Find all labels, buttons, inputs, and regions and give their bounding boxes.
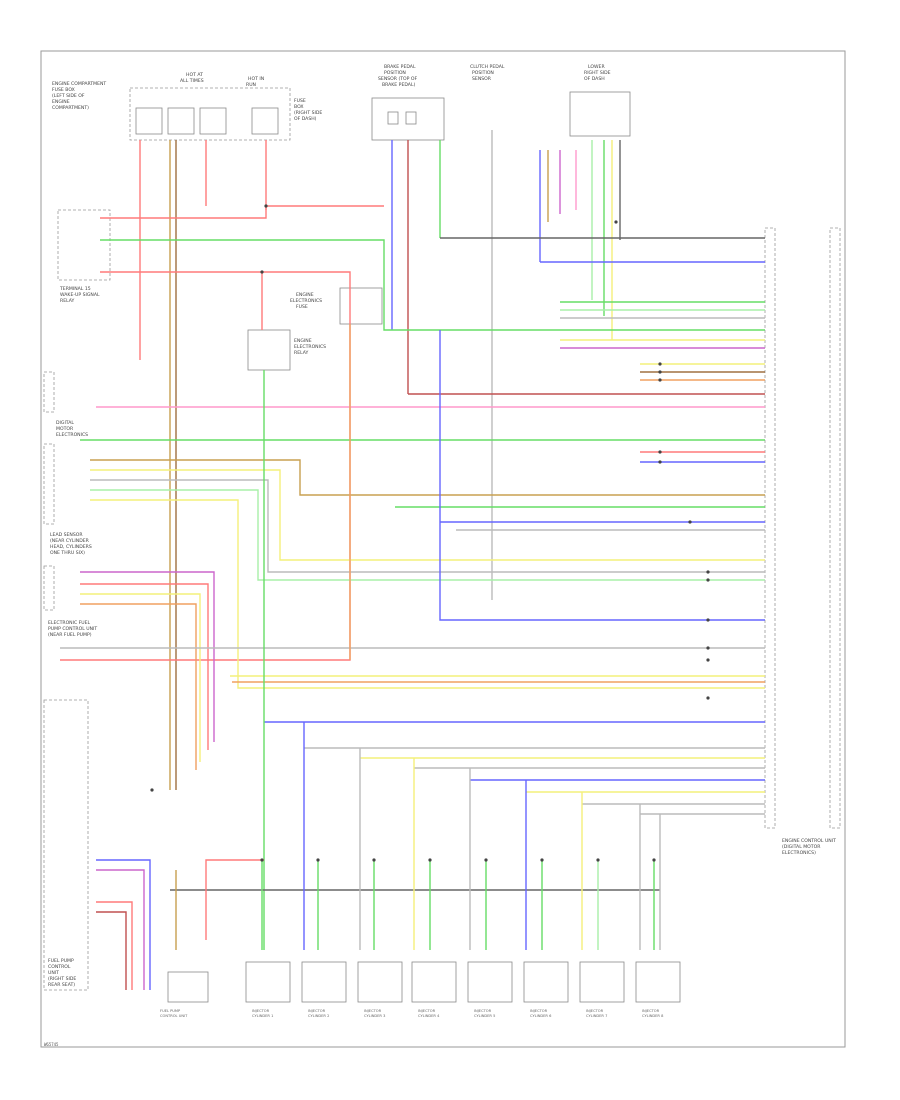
injector-bus [96,859,660,990]
svg-text:(DIGITAL MOTOR: (DIGITAL MOTOR [782,844,821,850]
svg-text:INJECTOR: INJECTOR [642,1009,660,1013]
left-connector-d: FUEL PUMP CONTROL UNIT (RIGHT SIDE REAR … [43,699,89,991]
relay-wires [261,272,351,950]
left-connector-c: ELECTRONIC FUEL PUMP CONTROL UNIT (NEAR … [43,565,97,638]
svg-text:PUMP CONTROL UNIT: PUMP CONTROL UNIT [48,626,97,632]
svg-text:CYLINDER 4: CYLINDER 4 [418,1014,440,1018]
svg-text:(RIGHT SIDE: (RIGHT SIDE [48,976,76,982]
svg-text:CYLINDER 1: CYLINDER 1 [252,1014,273,1018]
svg-text:POSITION: POSITION [472,70,494,76]
svg-text:RUN: RUN [246,82,256,88]
svg-text:SENSOR (TOP OF: SENSOR (TOP OF [378,76,417,82]
injector-1: INJECTOR CYLINDER 1 [245,722,305,1018]
svg-text:(NEAR FUEL PUMP): (NEAR FUEL PUMP) [48,632,92,638]
brake-pedal-switch: BRAKE PEDAL POSITION SENSOR (TOP OF BRAK… [371,64,445,141]
svg-text:WAKE-UP SIGNAL: WAKE-UP SIGNAL [60,292,100,298]
svg-text:CYLINDER 5: CYLINDER 5 [474,1014,495,1018]
svg-text:COMPARTMENT): COMPARTMENT) [52,105,89,111]
vertical-wires-top [139,130,621,790]
svg-text:ENGINE: ENGINE [294,338,312,344]
svg-text:OF DASH: OF DASH [584,76,605,82]
svg-text:DIGITAL: DIGITAL [56,420,74,426]
svg-text:SENSOR: SENSOR [472,76,492,82]
svg-text:ENGINE: ENGINE [52,99,70,105]
left-connector-b: LEAD SENSOR (NEAR CYLINDER HEAD, CYLINDE… [43,443,92,556]
junctions [150,204,710,862]
svg-text:ENGINE: ENGINE [296,292,314,298]
svg-text:(NEAR CYLINDER: (NEAR CYLINDER [50,538,90,544]
svg-text:CYLINDER 6: CYLINDER 6 [530,1014,552,1018]
top-fuse-block: ENGINE COMPARTMENT FUSE BOX (LEFT SIDE O… [52,72,322,141]
svg-text:INJECTOR: INJECTOR [418,1009,436,1013]
svg-text:ENGINE COMPARTMENT: ENGINE COMPARTMENT [52,81,106,87]
svg-text:RELAY: RELAY [294,350,309,356]
svg-text:FUSE BOX: FUSE BOX [52,87,75,93]
injector-2: INJECTOR CYLINDER 2 [301,748,361,1018]
svg-text:LOWER: LOWER [588,64,605,70]
svg-text:CYLINDER 2: CYLINDER 2 [308,1014,329,1018]
svg-text:HOT IN: HOT IN [248,76,264,82]
svg-text:INJECTOR: INJECTOR [530,1009,548,1013]
svg-text:CONTROL: CONTROL [48,964,71,970]
svg-text:UNIT: UNIT [48,970,59,976]
svg-text:INJECTOR: INJECTOR [364,1009,382,1013]
svg-text:HOT AT: HOT AT [186,72,203,78]
svg-text:TERMINAL 15: TERMINAL 15 [59,286,91,292]
svg-text:RELAY: RELAY [60,298,75,304]
svg-text:CYLINDER 7: CYLINDER 7 [586,1014,607,1018]
svg-text:BOX: BOX [294,104,304,110]
footer-code: W65745 [44,1042,59,1047]
left-connector-a: DIGITAL MOTOR ELECTRONICS [43,371,88,438]
svg-text:BRAKE PEDAL): BRAKE PEDAL) [382,82,416,88]
svg-text:FUEL PUMP: FUEL PUMP [48,958,74,964]
svg-text:CYLINDER 3: CYLINDER 3 [364,1014,385,1018]
svg-text:CYLINDER 8: CYLINDER 8 [642,1014,664,1018]
svg-text:HEAD, CYLINDERS: HEAD, CYLINDERS [50,544,92,550]
ignition-switch: TERMINAL 15 WAKE-UP SIGNAL RELAY [57,209,111,304]
injector-4: INJECTOR CYLINDER 4 [411,768,471,1018]
svg-text:ALL TIMES: ALL TIMES [180,78,204,84]
svg-text:ELECTRONIC FUEL: ELECTRONIC FUEL [48,620,91,626]
svg-text:RIGHT SIDE: RIGHT SIDE [584,70,611,76]
svg-text:MOTOR: MOTOR [56,426,74,432]
svg-text:CLUTCH PEDAL: CLUTCH PEDAL [470,64,505,70]
clutch-switch: CLUTCH PEDAL POSITION SENSOR [470,64,505,82]
svg-text:ELECTRONICS: ELECTRONICS [56,432,88,438]
horizontal-wires [60,205,765,815]
injector-7: INJECTOR CYLINDER 7 [579,804,641,1018]
diagram-frame [40,50,846,1048]
fuel-pump-module: FUEL PUMP CONTROL UNIT [160,971,209,1018]
lower-right-module: LOWER RIGHT SIDE OF DASH [569,64,631,137]
injector-6: INJECTOR CYLINDER 6 [523,792,583,1018]
svg-text:ELECTRONICS: ELECTRONICS [290,298,322,304]
right-dme-connector: ENGINE CONTROL UNIT (DIGITAL MOTOR ELECT… [764,227,841,856]
svg-text:LEAD SENSOR: LEAD SENSOR [50,532,83,538]
svg-text:REAR SEAT): REAR SEAT) [48,982,75,988]
svg-text:ONE THRU SIX): ONE THRU SIX) [50,550,85,556]
svg-text:POSITION: POSITION [384,70,406,76]
injector-5: INJECTOR CYLINDER 5 [467,780,527,1018]
svg-text:INJECTOR: INJECTOR [586,1009,604,1013]
svg-text:INJECTOR: INJECTOR [474,1009,492,1013]
svg-text:FUSE: FUSE [294,98,306,104]
svg-text:FUSE: FUSE [296,304,308,310]
svg-text:(RIGHT SIDE: (RIGHT SIDE [294,110,322,116]
injector-3: INJECTOR CYLINDER 3 [357,758,415,1018]
svg-text:BRAKE PEDAL: BRAKE PEDAL [384,64,416,70]
svg-text:INJECTOR: INJECTOR [308,1009,326,1013]
svg-text:ELECTRONICS): ELECTRONICS) [782,850,816,856]
svg-text:INJECTOR: INJECTOR [252,1009,270,1013]
svg-text:(LEFT SIDE OF: (LEFT SIDE OF [52,93,85,99]
svg-text:OF DASH): OF DASH) [294,116,317,122]
svg-text:FUEL PUMP: FUEL PUMP [160,1009,181,1013]
svg-text:ENGINE CONTROL UNIT: ENGINE CONTROL UNIT [782,838,836,844]
injector-8: INJECTOR CYLINDER 8 [635,814,681,1018]
svg-text:ELECTRONICS: ELECTRONICS [294,344,326,350]
main-relay: ENGINE ELECTRONICS RELAY ENGINE ELECTRON… [247,287,383,371]
svg-text:CONTROL UNIT: CONTROL UNIT [160,1014,188,1018]
